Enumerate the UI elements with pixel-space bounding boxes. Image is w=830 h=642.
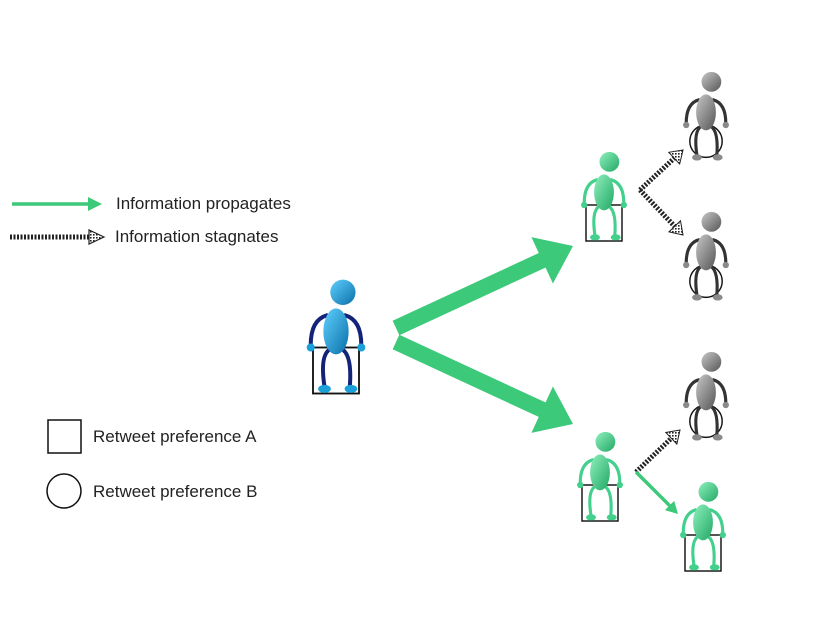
legend-circle-icon bbox=[46, 473, 82, 509]
edge-propagates-arrow bbox=[392, 334, 573, 433]
person-icon bbox=[306, 279, 366, 393]
legend-stagnates-arrow bbox=[10, 229, 106, 245]
person-node-bottom-right-upper bbox=[683, 351, 729, 441]
legend-stagnates-label: Information stagnates bbox=[115, 227, 279, 246]
person-node-top-right-lower bbox=[683, 211, 729, 301]
edge-arrowhead bbox=[664, 500, 678, 514]
edge-propagates-arrow bbox=[392, 237, 573, 336]
person-node-bottom-right-lower bbox=[680, 481, 726, 572]
legend-propagates-label: Information propagates bbox=[116, 194, 291, 213]
person-icon bbox=[683, 351, 729, 441]
edge-arrowhead bbox=[664, 429, 681, 446]
legend-propagates-arrow bbox=[12, 197, 102, 211]
legend-square-icon bbox=[47, 419, 82, 454]
edge-arrowhead bbox=[667, 219, 684, 236]
person-icon bbox=[680, 481, 726, 571]
edge-stagnates-arrow bbox=[638, 188, 684, 236]
legend bbox=[10, 197, 106, 509]
person-icon bbox=[683, 71, 729, 161]
person-icon bbox=[683, 211, 729, 301]
person-node-top-right-upper bbox=[683, 71, 729, 161]
edge-stagnates-arrow bbox=[638, 149, 684, 192]
nodes-layer bbox=[306, 71, 729, 572]
edge-shaft bbox=[634, 436, 674, 474]
edge-shaft bbox=[392, 252, 548, 336]
edge-arrowhead bbox=[531, 386, 573, 433]
edge-stagnates-arrow bbox=[634, 429, 681, 474]
person-node-bottom-mid bbox=[577, 431, 623, 522]
edge-shaft bbox=[638, 156, 676, 192]
legend-preference-a-label: Retweet preference A bbox=[93, 427, 257, 446]
edge-arrowhead bbox=[667, 149, 684, 166]
edge-shaft bbox=[392, 334, 548, 418]
person-node-origin bbox=[306, 279, 366, 395]
legend-preference-b-label: Retweet preference B bbox=[93, 482, 258, 501]
edge-shaft bbox=[638, 188, 677, 229]
person-icon bbox=[581, 151, 627, 241]
person-icon bbox=[577, 431, 623, 521]
edge-arrowhead bbox=[531, 237, 573, 284]
edge-shaft bbox=[634, 470, 673, 509]
edges-layer bbox=[392, 149, 684, 514]
edge-propagates-arrow bbox=[634, 470, 678, 514]
person-node-top-mid bbox=[581, 151, 627, 242]
